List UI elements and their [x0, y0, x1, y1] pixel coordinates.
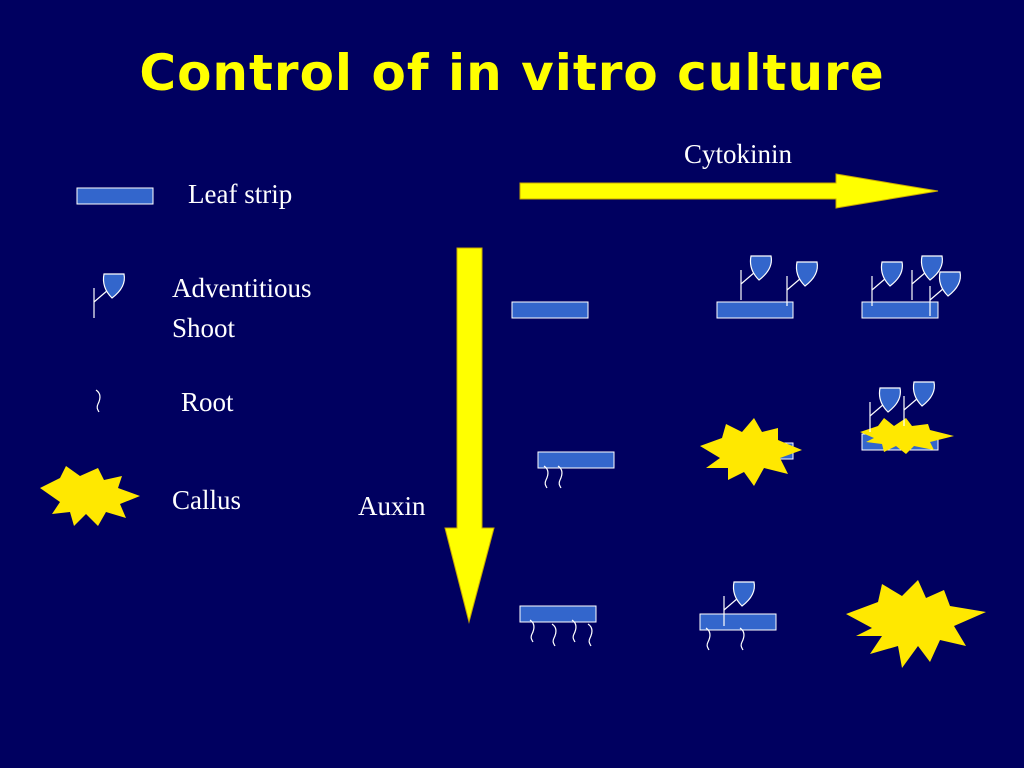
shoot-icon — [903, 381, 935, 427]
shoot-icon — [871, 261, 903, 307]
auxin-label: Auxin — [358, 491, 426, 521]
shoot-icon — [740, 255, 772, 301]
legend-root-icon — [95, 389, 101, 413]
strip-plain — [511, 301, 589, 319]
cytokinin-arrow — [519, 173, 939, 209]
root-icon — [571, 619, 577, 643]
legend-adventitious-label: Adventitious — [172, 273, 312, 303]
strip-shoot-roots — [699, 613, 777, 631]
root-icon — [587, 623, 593, 647]
strip-with-shoots-1 — [716, 301, 794, 319]
legend-shoot-label: Shoot — [172, 313, 236, 343]
shoot-icon — [786, 261, 818, 307]
root-icon — [529, 619, 535, 643]
page-title: Control of in vitro culture — [139, 44, 885, 102]
legend-shoot-icon — [93, 273, 125, 319]
legend-callus-label: Callus — [172, 485, 242, 515]
cytokinin-label: Cytokinin — [684, 139, 793, 169]
strip-with-roots-1 — [537, 451, 615, 469]
callus-large-icon — [846, 580, 986, 668]
legend-callus-icon — [40, 466, 140, 526]
root-icon — [705, 627, 711, 651]
root-icon — [557, 465, 563, 489]
root-icon — [543, 465, 549, 489]
strip-with-shoots-2 — [861, 301, 939, 319]
callus-small-icon — [860, 418, 954, 454]
strip-with-roots-2 — [519, 605, 597, 623]
root-icon — [739, 627, 745, 651]
legend-leaf-strip-icon — [76, 187, 154, 205]
legend-root-label: Root — [181, 387, 234, 417]
callus-icon — [700, 418, 802, 486]
auxin-arrow — [444, 247, 495, 624]
root-icon — [551, 623, 557, 647]
legend-leaf-strip-label: Leaf strip — [188, 179, 293, 209]
